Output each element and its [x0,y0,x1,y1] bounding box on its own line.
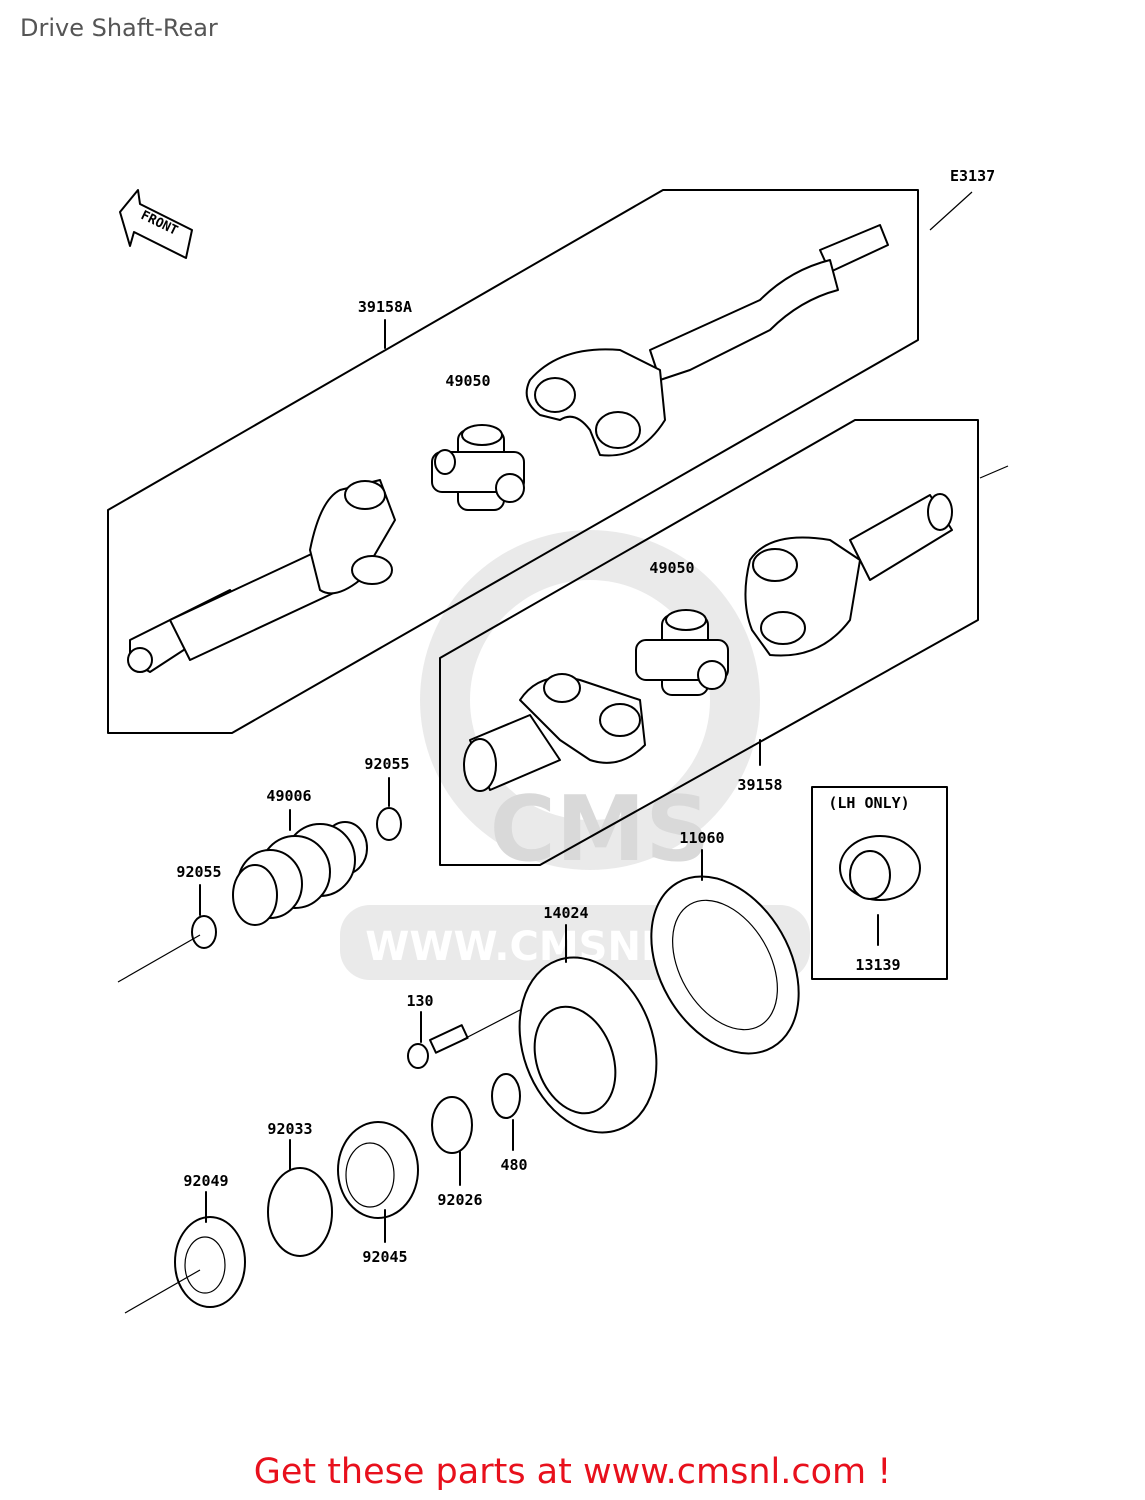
label-49050-lower: 49050 [649,559,694,577]
label-39158a: 39158A [358,298,412,316]
rubber-boot [232,821,368,926]
lh-only-hub [839,835,921,901]
thrust-washer [431,1096,473,1154]
splined-yoke-shaft [744,493,953,657]
circlip [491,1073,521,1119]
label-92049: 92049 [183,1172,228,1190]
label-480: 480 [500,1156,527,1174]
front-arrow-icon: FRONT [119,189,193,259]
gasket-plate [650,875,800,1055]
label-92033: 92033 [267,1120,312,1138]
o-ring-lower [191,915,217,949]
figure-code: E3137 [950,167,995,185]
label-92026: 92026 [437,1191,482,1209]
label-49006: 49006 [266,787,311,805]
drive-shaft-yoke-lower [127,479,396,673]
label-92055-upper: 92055 [364,755,409,773]
label-11060: 11060 [679,829,724,847]
internal-spline-yoke [463,673,646,792]
flange-bolt [407,1024,469,1069]
oil-seal [174,1216,246,1308]
label-92045: 92045 [362,1248,407,1266]
universal-joint-cross-lower [635,609,729,696]
o-ring-upper [376,807,402,841]
page-title: Drive Shaft-Rear [20,14,218,42]
lh-only-box [811,786,948,980]
assembly-box-39158 [439,419,979,866]
label-39158: 39158 [737,776,782,794]
lh-only-note: (LH ONLY) [828,794,909,812]
housing-case [518,956,658,1134]
label-92055-lower: 92055 [176,863,221,881]
ball-bearing [337,1121,419,1219]
universal-joint-cross-upper [431,424,525,511]
label-14024: 14024 [543,904,588,922]
snap-ring [267,1167,333,1257]
label-13139: 13139 [855,956,900,974]
buy-parts-link[interactable]: Get these parts at www.cmsnl.com ! [253,1452,892,1492]
label-49050-upper: 49050 [445,372,490,390]
label-130: 130 [406,992,433,1010]
drive-shaft-yoke-upper [525,224,889,457]
assembly-box-39158a [107,189,919,734]
watermark-logo: CMS [490,777,710,882]
